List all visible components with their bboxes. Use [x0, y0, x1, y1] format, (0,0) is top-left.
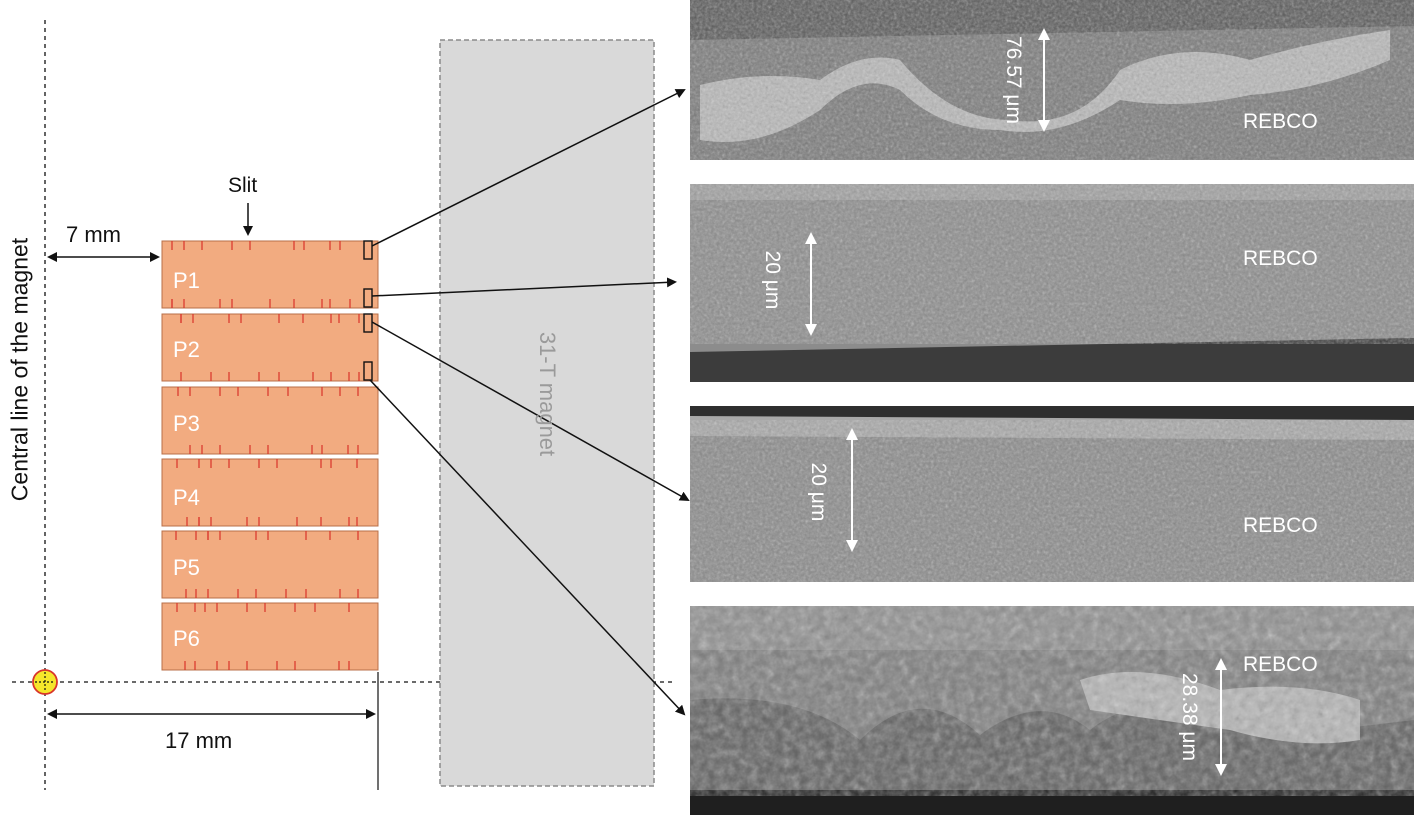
micrograph-4-measurement: 28.38 μm [1178, 673, 1201, 761]
micrograph-3-material: REBCO [1243, 514, 1318, 537]
central-line-label: Central line of the magnet [6, 237, 33, 502]
measure-arrowheads [805, 28, 1227, 776]
micrograph-1-measurement: 76.57 μm [1002, 36, 1025, 124]
pancake-p6 [161, 602, 379, 671]
pancake-label-p2: P2 [173, 337, 200, 362]
callout-arrow-2 [371, 277, 677, 297]
sample-box-3 [363, 313, 373, 333]
center-marker-icon [32, 669, 58, 695]
pancake-label-p4: P4 [173, 485, 200, 510]
micrograph-2-measurement: 20 μm [761, 250, 784, 310]
sample-box-1 [363, 240, 373, 260]
micrograph-4 [690, 606, 1414, 815]
pancake-p2 [161, 313, 379, 382]
slit-marks [171, 241, 360, 670]
sample-box-2 [363, 288, 373, 308]
dim-17mm-label: 17 mm [165, 728, 233, 753]
micrograph-1-material: REBCO [1243, 110, 1318, 133]
micrograph-3-measurement: 20 μm [807, 462, 830, 522]
pancake-p4 [161, 458, 379, 527]
micrograph-2 [690, 184, 1414, 382]
callout-arrow-4 [369, 379, 686, 716]
pancake-stack [161, 240, 379, 671]
sample-box-4 [363, 361, 373, 381]
micrograph-2-material: REBCO [1243, 247, 1318, 270]
slit-label: Slit [228, 174, 258, 197]
pancake-p3 [161, 386, 379, 455]
magnet-box [439, 39, 655, 787]
magnet-label: 31-T magnet [535, 331, 560, 457]
pancake-p5 [161, 530, 379, 599]
micrograph-4-material: REBCO [1243, 653, 1318, 676]
pancake-label-p3: P3 [173, 411, 200, 436]
micrograph-1 [690, 0, 1414, 160]
pancake-label-p6: P6 [173, 626, 200, 651]
callout-arrow-1 [371, 89, 686, 247]
pancake-p1 [161, 240, 379, 309]
dim-7mm-label: 7 mm [66, 222, 121, 247]
micrograph-3 [690, 406, 1414, 582]
pancake-label-p1: P1 [173, 268, 200, 293]
callout-arrow-3 [371, 321, 690, 501]
pancake-label-p5: P5 [173, 555, 200, 580]
